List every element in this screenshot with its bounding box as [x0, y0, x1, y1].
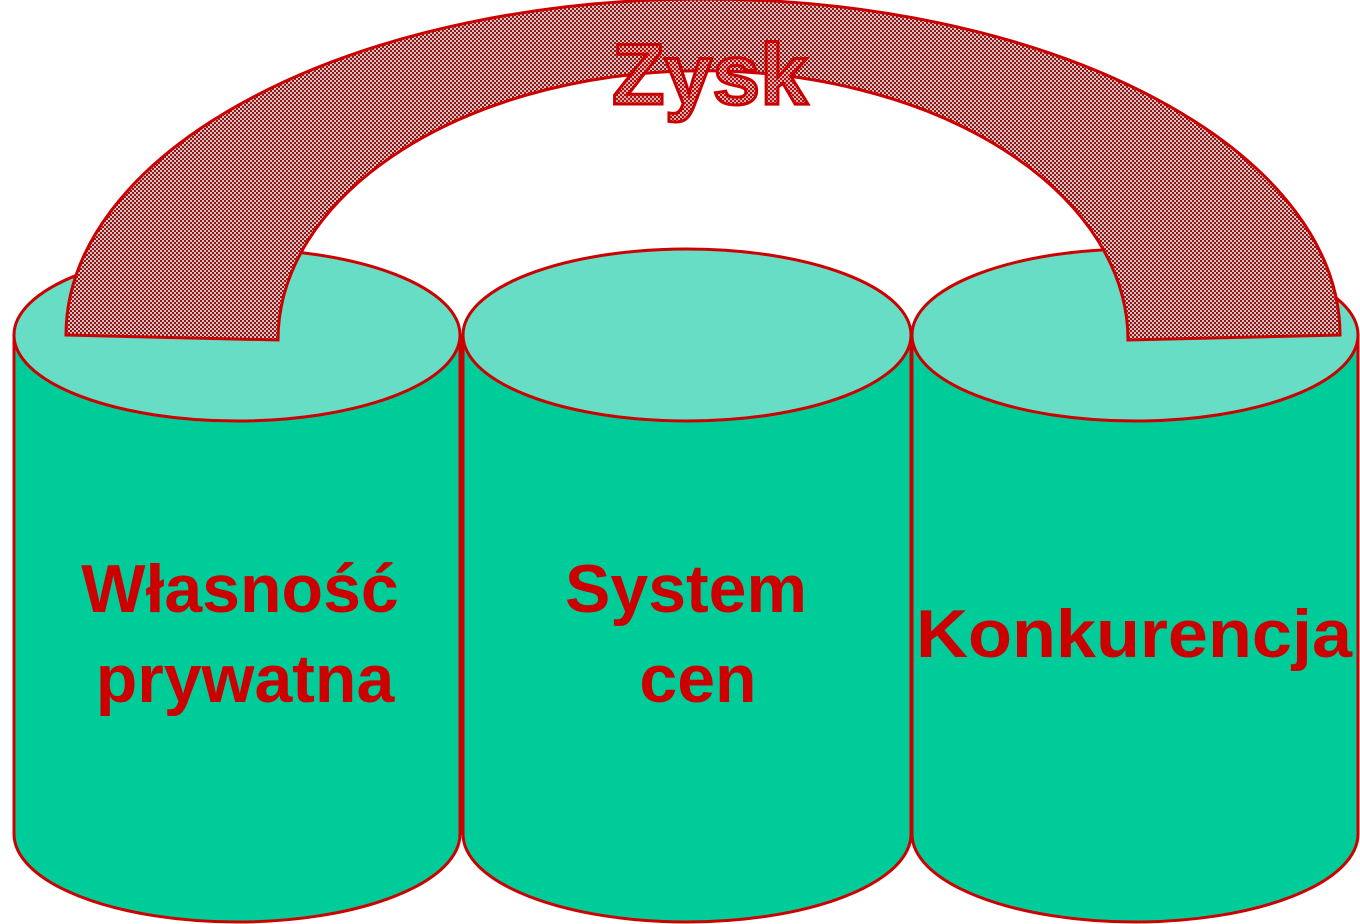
- pillar-1-label-line2: prywatna: [96, 641, 396, 717]
- pillar-3-label-line1: Konkurencja: [916, 596, 1353, 672]
- pillar-body: [910, 333, 1360, 924]
- pillar-2-label-line2: cen: [639, 641, 756, 717]
- pillar-body: [12, 333, 462, 924]
- pillar-2-label-line1: System: [565, 551, 807, 627]
- arch-label: Zysk: [612, 27, 808, 123]
- pillar-konkurencja: [910, 247, 1360, 924]
- pillar-top: [461, 247, 913, 423]
- pillar-body: [461, 333, 913, 924]
- profit-arch: [64, 0, 1342, 342]
- pillar-system-cen: [461, 247, 913, 924]
- pillar-1-label-line1: Własność: [81, 551, 398, 627]
